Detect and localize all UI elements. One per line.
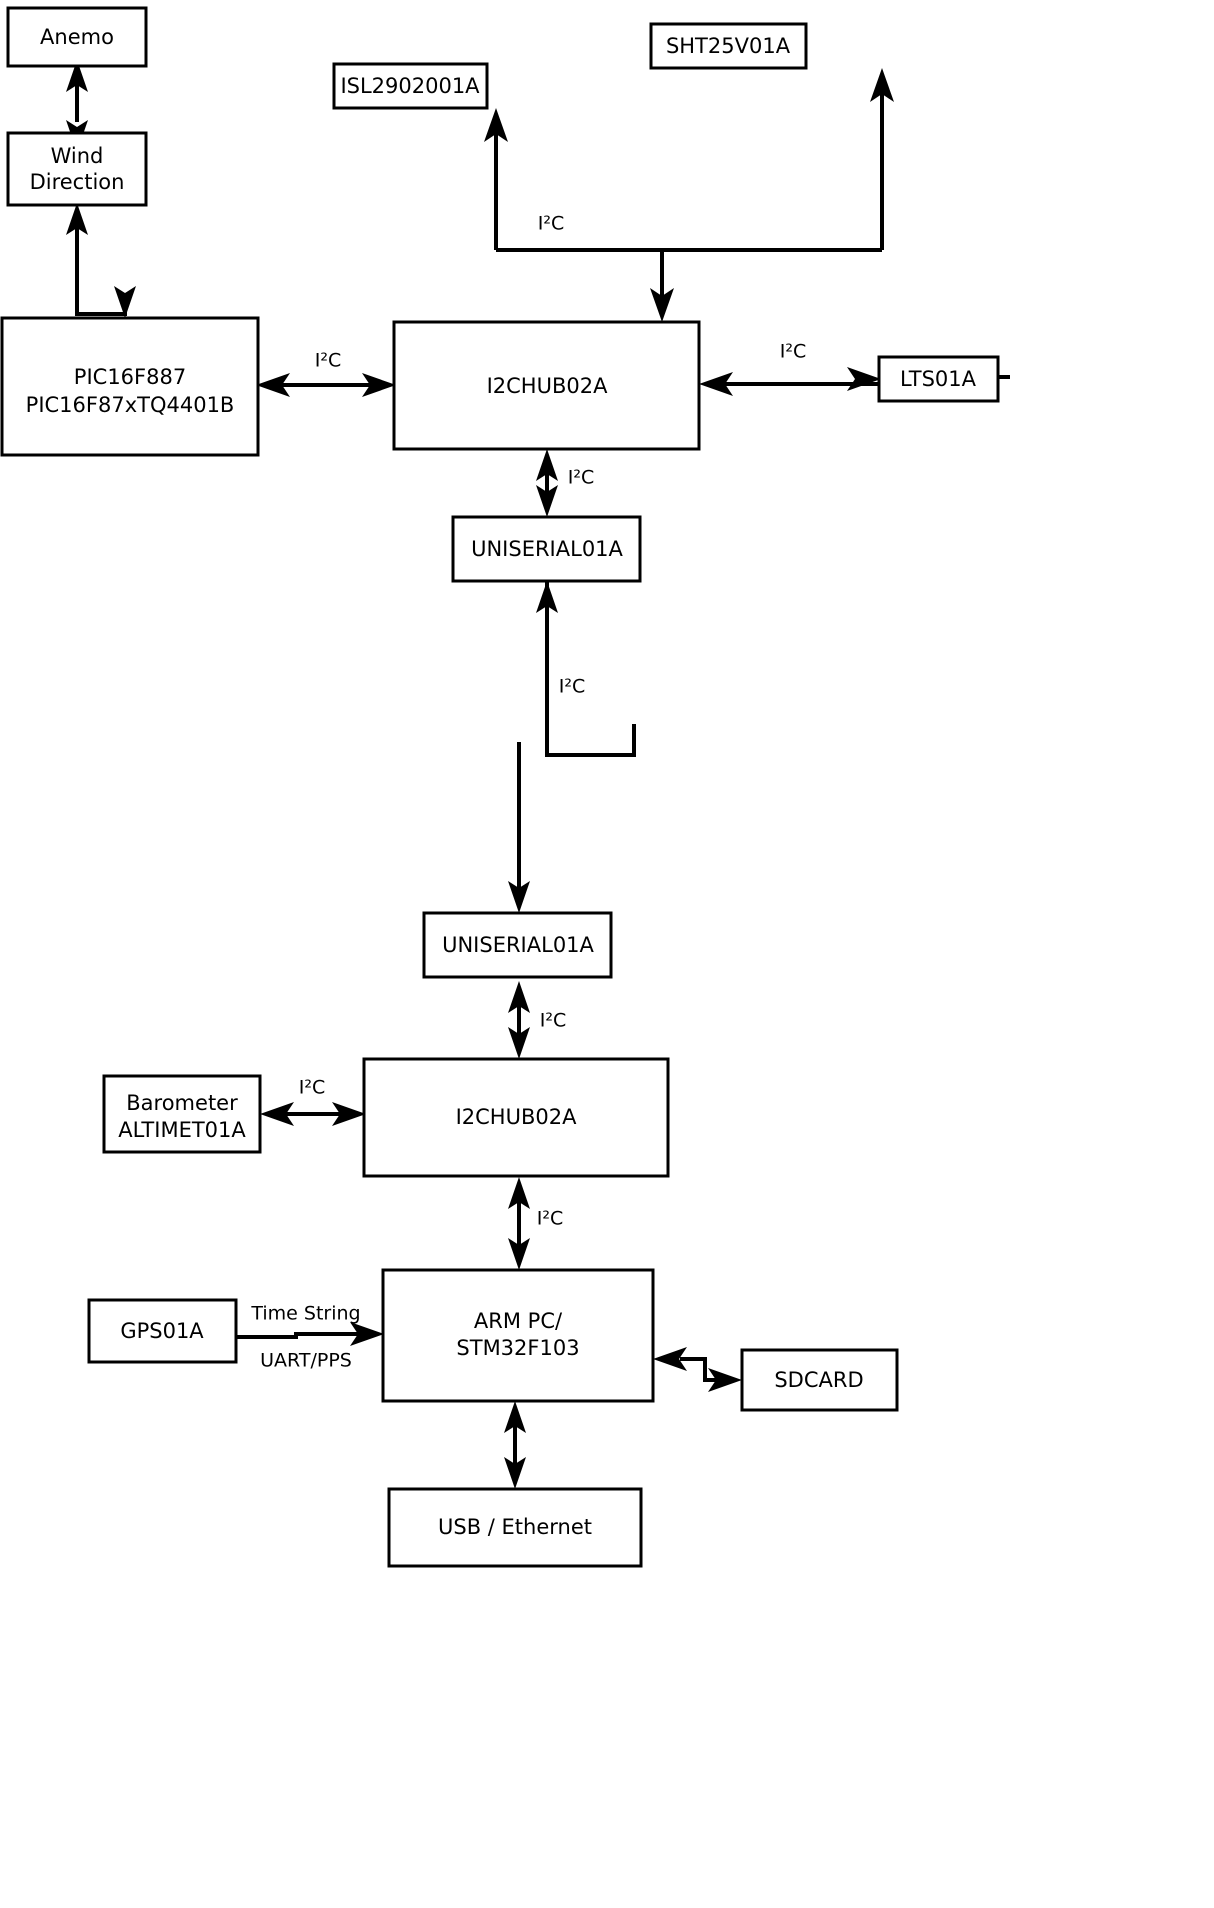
edge-armpc-to-usb	[504, 1401, 526, 1489]
edge-label-uart-pps: UART/PPS	[260, 1350, 352, 1372]
arrow-head-left	[260, 1102, 294, 1126]
node-uniserial01a-upper[interactable]: UNISERIAL01A	[451, 515, 642, 583]
node-wind-direction[interactable]: Wind Direction	[6, 131, 148, 207]
node-arm-pc-stm32f103[interactable]: ARM PC/ STM32F103	[381, 1268, 655, 1403]
arrow-head-left	[653, 1347, 687, 1371]
edge-label-i2c-barometer-hub2: I²C	[299, 1077, 326, 1099]
edge-gps-to-armpc	[236, 1322, 384, 1346]
node-uniserial01a-lower[interactable]: UNISERIAL01A	[422, 911, 613, 979]
node-pic-mcu-label-line1: PIC16F887	[74, 365, 186, 389]
node-barometer-label-line1: Barometer	[126, 1091, 238, 1115]
node-wind-direction-label-line1: Wind	[51, 144, 104, 168]
edge-barometer-to-hub2	[260, 1102, 366, 1126]
node-usb-ethernet-label: USB / Ethernet	[438, 1515, 592, 1539]
arrow-head-up-sht	[870, 68, 894, 102]
node-anemo-label: Anemo	[40, 25, 114, 49]
node-isl2902001a-label: ISL2902001A	[340, 74, 480, 98]
node-i2chub02a-bottom-label: I2CHUB02A	[456, 1105, 578, 1129]
arrow-head-up	[66, 203, 88, 235]
node-uniserial01a-lower-label: UNISERIAL01A	[442, 933, 594, 957]
arrow-head-right	[332, 1102, 366, 1126]
edge-label-i2c-bus-top: I²C	[538, 213, 565, 235]
node-usb-ethernet[interactable]: USB / Ethernet	[387, 1487, 643, 1568]
edge-label-i2c-uniserial1-uniserial2: I²C	[559, 676, 586, 698]
node-arm-pc-label-line1: ARM PC/	[474, 1309, 563, 1333]
node-i2chub02a-bottom[interactable]: I2CHUB02A	[362, 1057, 670, 1178]
arrow-head-down	[508, 881, 530, 913]
node-gps01a[interactable]: GPS01A	[87, 1298, 238, 1364]
arrow-head-down	[504, 1457, 526, 1489]
arrow-head-down	[508, 1027, 530, 1059]
edge-armpc-to-sdcard	[653, 1347, 742, 1392]
edge-pic-to-wind	[66, 203, 136, 318]
arrow-head-up	[508, 981, 530, 1013]
node-sdcard-label: SDCARD	[774, 1368, 863, 1392]
node-sht25v01a-label: SHT25V01A	[666, 34, 791, 58]
arrow-head-down	[508, 1238, 530, 1270]
edge-hub-to-uniserial1	[536, 449, 558, 517]
node-uniserial01a-upper-label: UNISERIAL01A	[471, 537, 623, 561]
node-lts01a[interactable]: LTS01A	[877, 355, 1000, 403]
arrow-head-up	[536, 581, 558, 613]
node-i2chub02a-top[interactable]: I2CHUB02A	[392, 320, 701, 451]
node-isl2902001a[interactable]: ISL2902001A	[332, 62, 489, 110]
node-wind-direction-label-line2: Direction	[30, 170, 125, 194]
edge-label-i2c-uniserial2-hub2: I²C	[540, 1010, 567, 1032]
node-gps01a-label: GPS01A	[120, 1319, 204, 1343]
edge-label-time-string: Time String	[250, 1303, 360, 1325]
edge-label-i2c-pic-hub: I²C	[315, 350, 342, 372]
node-sdcard[interactable]: SDCARD	[740, 1348, 899, 1412]
edge-label-i2c-hub-lts: I²C	[780, 341, 807, 363]
edge-uniserial1-to-uniserial2	[508, 581, 636, 913]
arrow-head-left	[699, 372, 733, 396]
arrow-head-up	[66, 60, 88, 92]
node-sht25v01a[interactable]: SHT25V01A	[649, 22, 808, 70]
arrow-head-up	[508, 1177, 530, 1209]
arrow-head-up-isl	[484, 108, 508, 142]
arrow-head-down-hub	[650, 288, 674, 322]
arrow-head-down	[114, 286, 136, 318]
node-barometer-label-line2: ALTIMET01A	[118, 1118, 246, 1142]
edge-label-i2c-hub-uniserial1: I²C	[568, 467, 595, 489]
node-pic-mcu[interactable]: PIC16F887 PIC16F87xTQ4401B	[0, 316, 260, 457]
arrow-head-right	[362, 373, 396, 397]
node-anemo[interactable]: Anemo	[6, 6, 148, 68]
arrow-head-up	[536, 449, 558, 481]
node-pic-mcu-label-line2: PIC16F87xTQ4401B	[26, 393, 235, 417]
node-barometer-altimet01a[interactable]: Barometer ALTIMET01A	[102, 1074, 262, 1154]
arrow-head-left	[256, 373, 290, 397]
edge-pic-to-hub	[256, 373, 396, 397]
edge-hub-to-i2c-bus	[484, 68, 894, 322]
node-i2chub02a-top-label: I2CHUB02A	[487, 374, 609, 398]
arrow-head-right	[350, 1322, 384, 1346]
edge-label-i2c-hub2-armpc: I²C	[537, 1208, 564, 1230]
arrow-head-up	[504, 1401, 526, 1433]
arrow-head-down	[536, 485, 558, 517]
node-lts01a-label: LTS01A	[900, 367, 977, 391]
node-arm-pc-label-line2: STM32F103	[456, 1336, 579, 1360]
arrow-head-right	[708, 1368, 742, 1392]
edge-hub2-to-armpc	[508, 1177, 530, 1270]
arrow-head-right	[847, 367, 881, 391]
edge-uniserial2-to-hub2	[508, 981, 530, 1059]
